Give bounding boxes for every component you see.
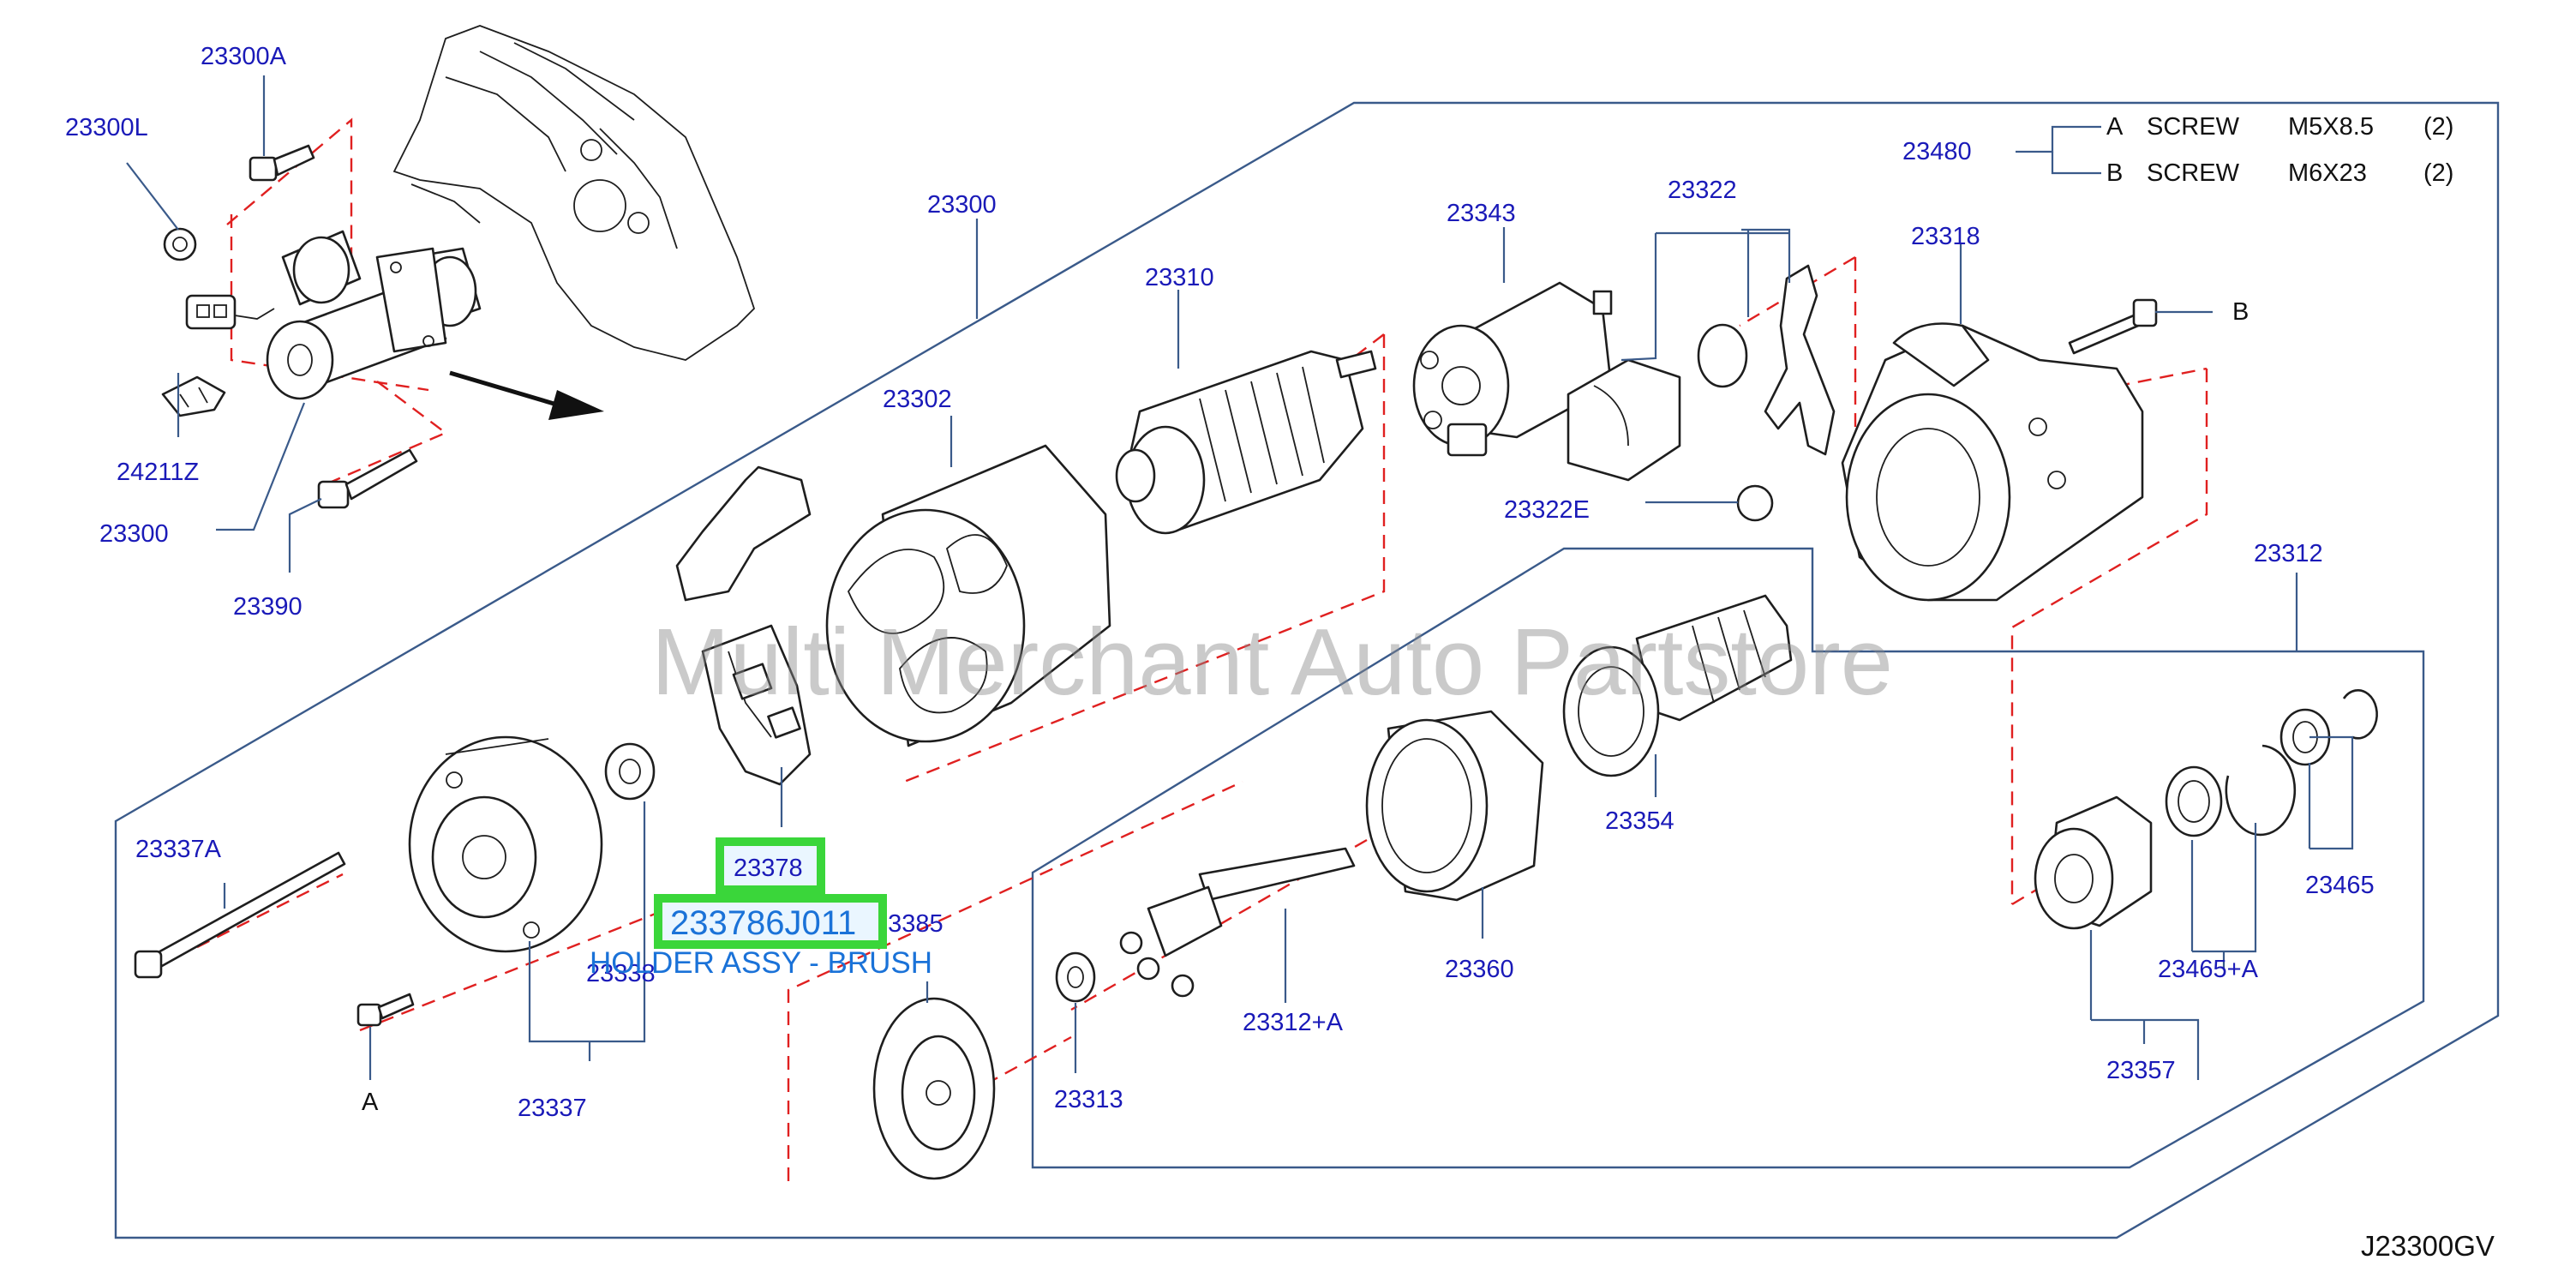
internal-gear-23360 [1365, 710, 1544, 902]
through-bolt-23337A [134, 851, 346, 979]
highlight-part-number[interactable]: 233786J011 [670, 904, 856, 942]
label-23337A[interactable]: 23337A [135, 836, 222, 863]
highlight-part-description: HOLDER ASSY - BRUSH [590, 946, 932, 980]
bolt-23300A [249, 144, 315, 182]
label-23300-left[interactable]: 23300 [99, 520, 169, 548]
highlight-box-23378-fill [720, 842, 821, 890]
collar-23465A [2165, 765, 2223, 837]
label-23322[interactable]: 23322 [1668, 177, 1737, 204]
screw-table: A SCREW M5X8.5 (2) B SCREW M6X23 (2) [2106, 113, 2453, 187]
screw-row-B-size: M6X23 [2288, 159, 2367, 187]
label-23378[interactable]: 23378 [734, 855, 803, 882]
label-23310[interactable]: 23310 [1145, 264, 1214, 291]
brush-holder-23378 [675, 465, 812, 786]
yoke-23302 [825, 444, 1111, 747]
label-23312A[interactable]: 23312+A [1243, 1009, 1344, 1036]
snap-ring [2225, 744, 2297, 837]
label-23300L[interactable]: 23300L [65, 114, 148, 141]
label-23313[interactable]: 23313 [1054, 1086, 1123, 1113]
screw-row-A-size: M5X8.5 [2288, 113, 2374, 141]
clip-24211Z [161, 375, 226, 417]
label-23343[interactable]: 23343 [1447, 200, 1516, 227]
label-23318[interactable]: 23318 [1911, 223, 1980, 250]
solenoid-23343 [1412, 281, 1613, 457]
label-23338[interactable]: 23338 [586, 960, 656, 987]
connector-plug [185, 294, 275, 330]
clutch-23354 [1562, 594, 1793, 777]
label-23302[interactable]: 23302 [883, 386, 952, 413]
label-A: A [362, 1089, 379, 1116]
label-23465[interactable]: 23465 [2305, 872, 2375, 899]
lever-set-23322 [1567, 264, 1836, 522]
diagram-code: J23300GV [2361, 1230, 2495, 1262]
shaft-23312A [1119, 847, 1356, 998]
pinion-gear-23357 [2034, 795, 2153, 930]
nut-23300L [163, 227, 197, 261]
label-23312[interactable]: 23312 [2254, 540, 2323, 567]
label-B: B [2232, 298, 2249, 326]
stop-ring-23465 [2279, 689, 2378, 766]
gear-housing-23385 [872, 997, 996, 1180]
main-frame [114, 101, 2500, 1239]
watermark: Multi Merchant Auto Partstore [651, 609, 1893, 715]
label-23480[interactable]: 23480 [1902, 138, 1972, 165]
screw-row-A-qty: (2) [2423, 113, 2453, 141]
highlight-part-number-box[interactable] [654, 894, 887, 949]
label-24211Z[interactable]: 24211Z [117, 459, 199, 486]
screw-A [356, 993, 415, 1027]
callout-leaders [126, 75, 2354, 1080]
highlight-part-number-fill [658, 898, 883, 945]
transmission-housing-sketch [392, 25, 756, 361]
screw-row-B-qty: (2) [2423, 159, 2453, 187]
through-bolt-B [2068, 298, 2158, 355]
rear-cover-23337 [408, 735, 603, 953]
label-23390[interactable]: 23390 [233, 593, 303, 621]
install-arrow-head [548, 390, 604, 420]
label-23465A[interactable]: 23465+A [2158, 956, 2259, 983]
label-23300-top[interactable]: 23300 [927, 191, 997, 219]
label-23337[interactable]: 23337 [518, 1095, 587, 1122]
starter-overview [266, 230, 482, 400]
screw-row-B-key: B [2106, 159, 2123, 187]
bushing-23338 [604, 742, 656, 801]
screw-row-A-key: A [2106, 113, 2124, 141]
pinion-23313 [1055, 951, 1096, 1003]
highlight-box-23378[interactable] [716, 837, 825, 894]
pinion-sub-frame [1031, 547, 2425, 1169]
label-23322E[interactable]: 23322E [1504, 496, 1590, 524]
label-23360[interactable]: 23360 [1445, 956, 1514, 983]
housing-23318 [1841, 322, 2144, 602]
label-23300A[interactable]: 23300A [201, 43, 287, 70]
armature-23310 [1115, 350, 1377, 535]
screw-row-B-name: SCREW [2147, 159, 2240, 187]
label-23354[interactable]: 23354 [1605, 807, 1674, 835]
screw-row-A-name: SCREW [2147, 113, 2240, 141]
bolt-23390 [317, 448, 418, 509]
label-23357[interactable]: 23357 [2106, 1057, 2176, 1084]
